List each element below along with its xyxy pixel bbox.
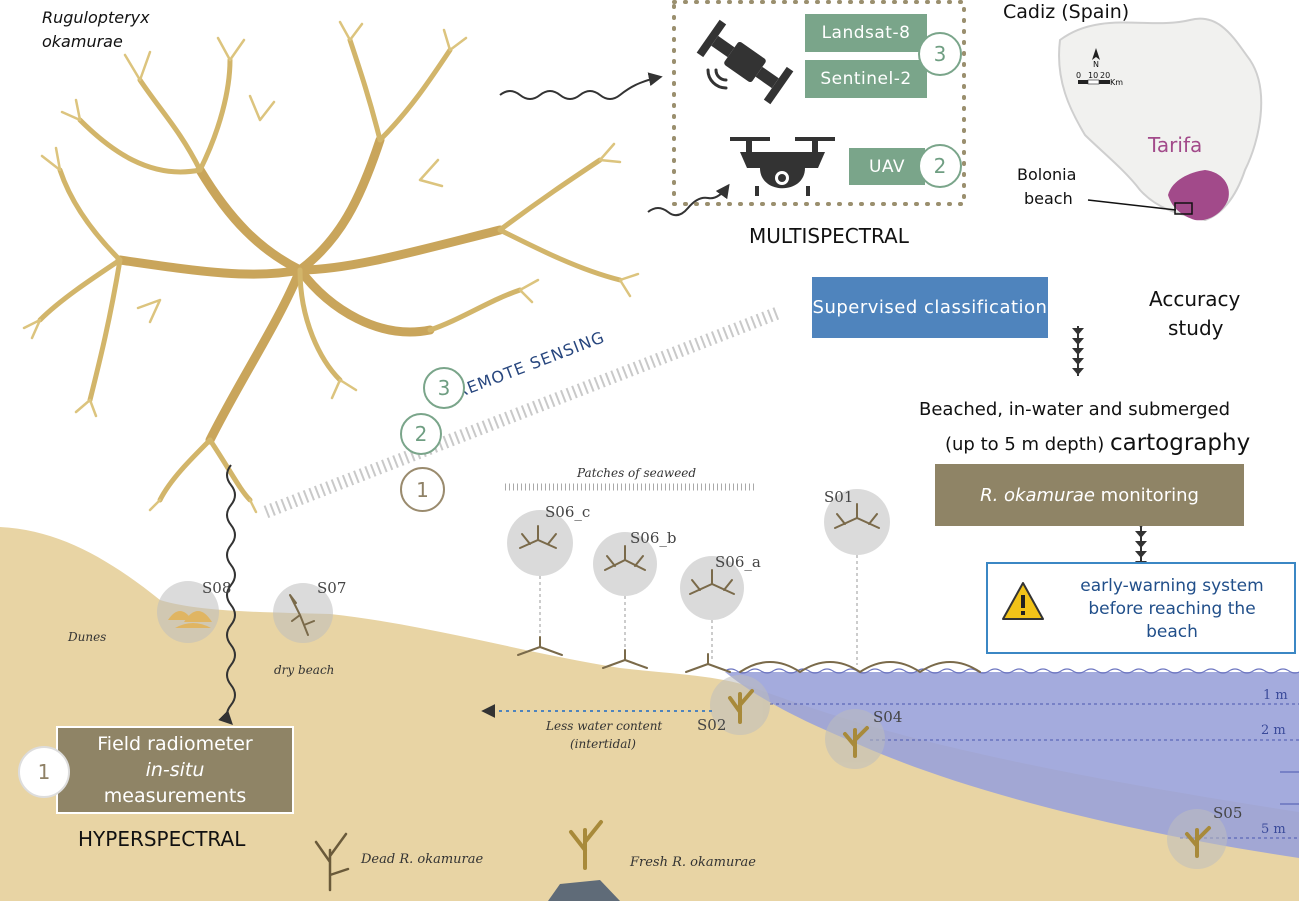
fresh-algae-glyphs xyxy=(569,689,1211,870)
north-label: N xyxy=(1093,60,1099,69)
site-s05: S05 xyxy=(1213,804,1243,822)
warning-icon xyxy=(1002,582,1044,620)
depth-5m: 5 m xyxy=(1261,822,1286,837)
beached-algae xyxy=(517,636,981,674)
sentinel-label: Sentinel-2 xyxy=(805,60,927,98)
site-s06c: S06_c xyxy=(545,503,591,521)
cartography-word: cartography xyxy=(1109,430,1251,456)
site-s04: S04 xyxy=(873,708,903,726)
early-warning-box: early-warning system before reaching the… xyxy=(986,562,1296,654)
dead-alga xyxy=(314,832,350,892)
species-name-line2: okamurae xyxy=(42,32,123,51)
map-beach-line2: beach xyxy=(1024,189,1073,208)
monitoring-word: monitoring xyxy=(1100,484,1199,506)
drone-icon xyxy=(730,137,835,196)
depth-1m: 1 m xyxy=(1263,688,1288,703)
cartography-line1: Beached, in-water and submerged xyxy=(919,399,1231,420)
map-scale-bar xyxy=(1078,79,1110,85)
map-region-title: Cadiz (Spain) xyxy=(1003,1,1130,23)
radiometer-line1: Field radiometer xyxy=(97,733,253,755)
site-s08: S08 xyxy=(202,579,232,597)
site-s07: S07 xyxy=(317,579,347,597)
multispectral-frame xyxy=(672,0,966,206)
level-3-badge: 3 xyxy=(918,32,962,76)
uav-label: UAV xyxy=(849,148,925,185)
flow-arrows-1 xyxy=(1072,326,1084,376)
scale-10: 10 xyxy=(1088,71,1099,80)
cartography-depth-note: (up to 5 m depth) xyxy=(945,434,1105,455)
accuracy-line1: Accuracy xyxy=(1149,287,1241,311)
monitoring-box: R. okamurae monitoring xyxy=(935,464,1244,526)
map-beach-line1: Bolonia xyxy=(1017,165,1077,184)
cadiz-map-shape xyxy=(1058,17,1263,222)
dead-label: Dead R. okamurae xyxy=(361,852,484,867)
radiometer-box: Field radiometer in-situ measurements xyxy=(56,726,294,814)
level-2-badge: 2 xyxy=(918,144,962,188)
arrow-to-radiometer xyxy=(218,464,236,725)
rock xyxy=(548,880,620,901)
site-circles xyxy=(157,489,1227,869)
dune-glyph xyxy=(168,611,212,628)
scale-0: 0 xyxy=(1076,71,1082,80)
warning-line2: before reaching the xyxy=(1088,599,1256,619)
depth-2m: 2 m xyxy=(1261,723,1286,738)
fresh-label: Fresh R. okamurae xyxy=(630,855,756,870)
site-s06b: S06_b xyxy=(630,529,677,547)
supervised-classification-box: Supervised classification xyxy=(812,277,1048,338)
dry-beach-label: dry beach xyxy=(274,663,335,677)
depth-ticks xyxy=(1280,771,1299,805)
hyperspectral-badge: 1 xyxy=(18,746,70,798)
bolonia-leader xyxy=(1087,199,1177,211)
map-town-label: Tarifa xyxy=(1148,133,1203,157)
rs-level-1: 1 xyxy=(400,467,445,512)
scale-unit: Km xyxy=(1110,78,1124,87)
dunes-label: Dunes xyxy=(68,630,107,644)
landsat-label: Landsat-8 xyxy=(805,14,927,52)
site-s01: S01 xyxy=(824,488,854,506)
arrow-to-uav xyxy=(647,183,730,217)
satellite-icon xyxy=(696,19,794,105)
hyperspectral-label: HYPERSPECTRAL xyxy=(78,827,246,851)
north-arrow-icon xyxy=(1092,48,1100,60)
signal-icon xyxy=(706,68,728,90)
radiometer-line3: measurements xyxy=(103,785,247,807)
site-algae-glyphs xyxy=(289,503,880,636)
rugulopteryx-illustration xyxy=(22,20,640,514)
less-water-line2: (intertidal) xyxy=(570,737,636,751)
sea-surface-waves xyxy=(724,668,1299,674)
site-s02: S02 xyxy=(697,716,727,734)
species-name-line1: Rugulopteryx xyxy=(42,8,150,27)
bolonia-marker xyxy=(1174,202,1193,215)
tarifa-region xyxy=(1168,170,1229,221)
warning-line1: early-warning system xyxy=(1080,576,1264,596)
scale-20: 20 xyxy=(1100,71,1111,80)
accuracy-line2: study xyxy=(1168,316,1224,340)
cartography-line2: (up to 5 m depth) cartography xyxy=(945,430,1250,456)
remote-sensing-band xyxy=(263,305,783,519)
radiometer-line2: in-situ xyxy=(145,759,205,781)
rs-level-3: 3 xyxy=(423,367,465,409)
warning-line3: beach xyxy=(1146,622,1198,642)
site-s06a: S06_a xyxy=(715,553,761,571)
arrow-to-satellite xyxy=(499,72,663,100)
less-water-line1: Less water content xyxy=(546,719,663,733)
rs-level-2: 2 xyxy=(400,413,442,455)
patches-label: Patches of seaweed xyxy=(577,466,697,480)
monitoring-species: R. okamurae xyxy=(980,484,1095,506)
multispectral-label: MULTISPECTRAL xyxy=(749,224,909,248)
